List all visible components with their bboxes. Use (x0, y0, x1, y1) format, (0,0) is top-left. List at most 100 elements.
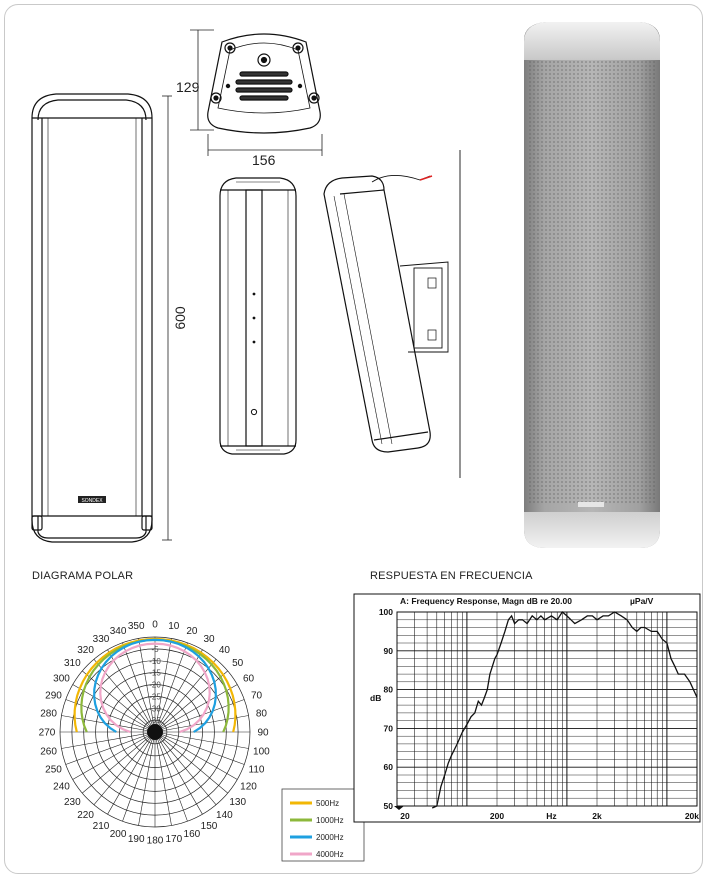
polar-db-label: -30 (149, 704, 161, 713)
polar-angle-label: 0 (152, 620, 158, 631)
frequency-response-title: RESPUESTA EN FRECUENCIA (370, 570, 533, 582)
polar-spoke (154, 638, 172, 733)
polar-spoke (154, 731, 245, 765)
polar-spoke (82, 731, 156, 794)
polar-angle-label: 290 (45, 691, 62, 702)
polar-angle-label: 30 (203, 634, 215, 645)
polar-angle-label: 250 (45, 764, 62, 775)
polar-angle-label: 50 (232, 658, 244, 669)
polar-spoke (72, 684, 156, 733)
fr-y-tick-label: 70 (384, 723, 394, 733)
polar-angle-label: 20 (186, 626, 198, 637)
polar-angle-label: 80 (256, 709, 268, 720)
polar-spoke (154, 659, 217, 733)
polar-angle-label: 340 (110, 626, 127, 637)
side-view-drawing (323, 150, 461, 478)
fr-x-tick-label: Hz (546, 811, 556, 821)
front-view-badge-text: SONDEX (81, 498, 103, 504)
polar-angle-label: 320 (77, 645, 94, 656)
polar-angle-label: 160 (184, 829, 201, 840)
polar-spoke (154, 731, 238, 780)
polar-angle-label: 240 (53, 782, 70, 793)
polar-spoke (61, 731, 156, 749)
polar-spoke (154, 684, 238, 733)
polar-angle-label: 90 (257, 728, 269, 739)
polar-angle-label: 330 (93, 634, 110, 645)
polar-curves (73, 637, 237, 740)
polar-angle-label: 310 (64, 658, 81, 669)
polar-spoke (138, 731, 156, 826)
photo-badge (578, 502, 604, 507)
polar-curve (93, 638, 217, 733)
polar-spoke (154, 731, 217, 805)
polar-legend: 500Hz 1000Hz 2000Hz 4000Hz (281, 788, 365, 862)
fr-y-axis-label: dB (370, 693, 381, 703)
fr-y-tick-label: 60 (384, 762, 394, 772)
fr-chart-unit: µPa/V (630, 596, 654, 606)
fr-plot-area (396, 611, 698, 807)
top-view-dimensions (190, 29, 323, 156)
polar-spoke (65, 731, 156, 765)
polar-spoke (154, 731, 249, 749)
polar-angle-label: 220 (77, 810, 94, 821)
polar-spoke (72, 731, 156, 780)
polar-angle-label: 260 (40, 746, 57, 757)
polar-spoke (61, 715, 156, 733)
height-dimension-label: 129 (176, 79, 200, 95)
polar-angle-label: 280 (40, 709, 57, 720)
photo-speaker-grille (528, 58, 656, 504)
rear-view-drawing (219, 177, 297, 455)
fr-y-tick-label: 80 (384, 685, 394, 695)
legend-label: 500Hz (316, 799, 339, 808)
polar-angle-label: 350 (128, 621, 145, 632)
legend-label: 1000Hz (316, 816, 344, 825)
rear-view-bolt (250, 408, 258, 416)
legend-label: 2000Hz (316, 833, 344, 842)
polar-angle-label: 150 (201, 821, 218, 832)
polar-angle-label: 140 (216, 810, 233, 821)
polar-db-label: -5 (151, 645, 159, 654)
polar-center (147, 724, 163, 740)
photo-top-cap (524, 22, 660, 60)
polar-spoke (154, 731, 172, 826)
polar-spoke (93, 659, 156, 733)
fr-chart-title: A: Frequency Response, Magn dB re 20.00 (400, 596, 572, 606)
legend-label: 4000Hz (316, 850, 344, 859)
polar-db-label: -20 (149, 681, 161, 690)
polar-legend-box (281, 788, 365, 862)
rear-view-holes (252, 292, 256, 344)
cable-end (419, 175, 433, 181)
polar-angle-label: 130 (229, 797, 246, 808)
polar-angle-label: 200 (110, 829, 127, 840)
fr-x-tick-label: 20 (400, 811, 410, 821)
fr-x-tick-label: 2k (592, 811, 602, 821)
polar-spoke (154, 649, 203, 733)
polar-db-label: -15 (149, 669, 161, 678)
fr-y-tick-label: 100 (379, 607, 393, 617)
polar-angle-label: 60 (243, 674, 255, 685)
fr-response-curve (431, 611, 698, 809)
polar-spoke (122, 731, 156, 822)
polar-angle-label: 70 (251, 691, 263, 702)
polar-angle-label: 100 (253, 746, 270, 757)
fr-y-tick-label: 50 (384, 801, 394, 811)
polar-angle-label: 10 (168, 621, 180, 632)
polar-db-labels: -5-10-15-20-25-30-35 (149, 645, 161, 725)
polar-angle-label: 180 (147, 836, 164, 847)
polar-spoke (138, 638, 156, 733)
width-dimension-label: 156 (252, 152, 276, 168)
polar-diagram-title: DIAGRAMA POLAR (32, 570, 134, 582)
polar-spoke (107, 649, 156, 733)
polar-db-label: -25 (149, 692, 161, 701)
polar-spoke (107, 731, 156, 815)
polar-spoke (154, 715, 249, 733)
polar-spoke (154, 731, 228, 794)
polar-spoke (154, 731, 188, 822)
fr-x-tick-label: 20k (685, 811, 699, 821)
